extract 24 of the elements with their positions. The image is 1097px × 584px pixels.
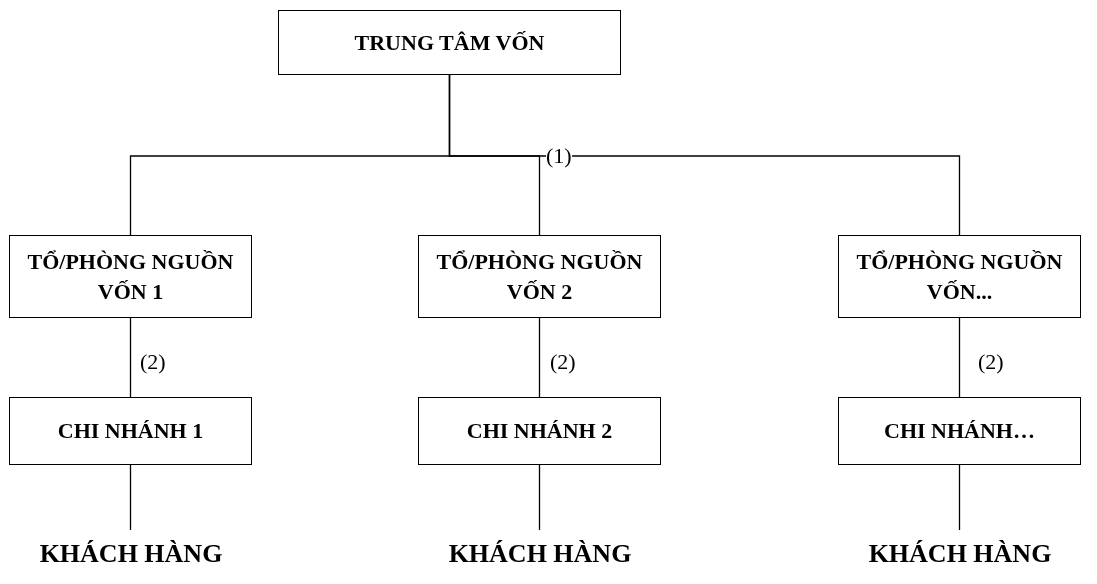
connector-line bbox=[958, 464, 961, 531]
connector-line bbox=[448, 74, 961, 236]
connector-line bbox=[958, 317, 961, 398]
box-label: KHÁCH HÀNG bbox=[448, 538, 632, 571]
box-label: CHI NHÁNH 2 bbox=[466, 417, 613, 446]
connector-line bbox=[129, 317, 132, 398]
box-label: TRUNG TÂM VỐN bbox=[354, 28, 545, 57]
box-label: TỔ/PHÒNG NGUỒN VỐN... bbox=[855, 247, 1064, 306]
connector-line bbox=[129, 464, 132, 531]
process-box bbox=[838, 235, 1081, 318]
process-box bbox=[418, 235, 661, 318]
process-box bbox=[9, 235, 252, 318]
process-box bbox=[278, 10, 621, 75]
box-label: CHI NHÁNH… bbox=[884, 417, 1035, 446]
box-label: KHÁCH HÀNG bbox=[868, 538, 1052, 571]
box-label: TỔ/PHÒNG NGUỒN VỐN 1 bbox=[26, 247, 235, 306]
connector-line bbox=[538, 317, 541, 398]
box-label: TỔ/PHÒNG NGUỒN VỐN 2 bbox=[435, 247, 644, 306]
box-label: CHI NHÁNH 1 bbox=[57, 417, 204, 446]
process-box bbox=[838, 397, 1081, 465]
process-box bbox=[418, 397, 661, 465]
process-box bbox=[9, 397, 252, 465]
box-label: KHÁCH HÀNG bbox=[39, 538, 223, 571]
connector-line bbox=[538, 464, 541, 531]
